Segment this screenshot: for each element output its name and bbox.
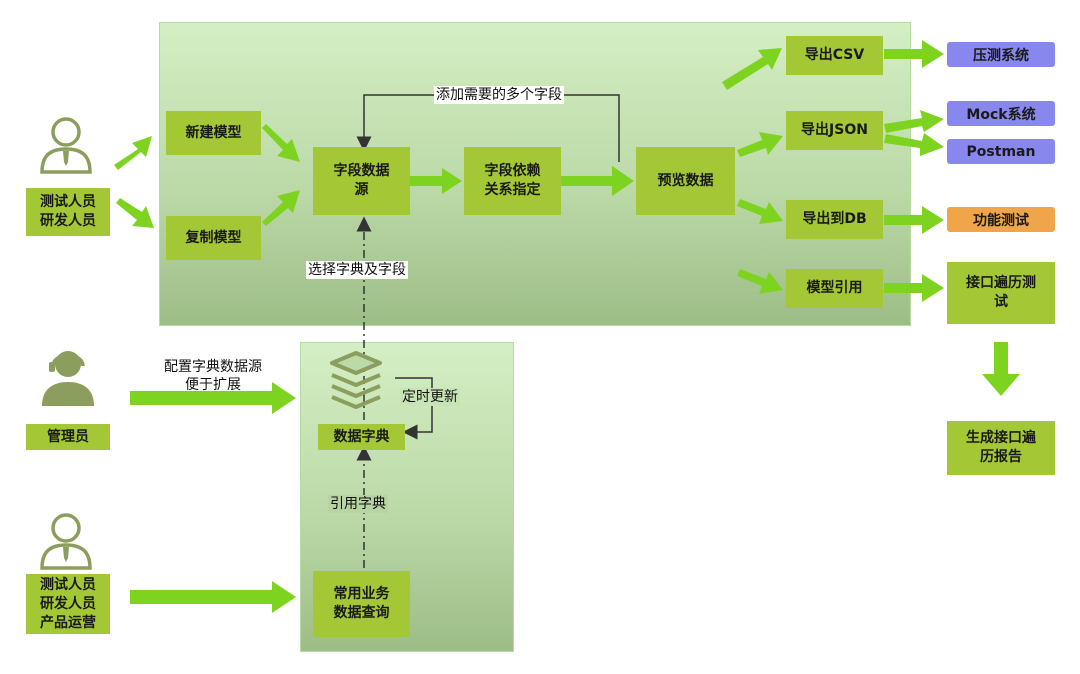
arrow-preview-to-json — [737, 132, 783, 157]
postman-pill: Postman — [947, 139, 1055, 164]
label-ref-dict: 引用字典 — [328, 495, 388, 513]
arrow-copy-to-source — [262, 190, 300, 226]
arrow-modelref-to-apitest — [884, 274, 944, 302]
arrow-csv-to-pressure — [884, 40, 944, 68]
mock-system-pill: Mock系统 — [947, 101, 1055, 126]
user-icon — [40, 117, 92, 174]
export-json-box: 导出JSON — [786, 111, 883, 150]
arrow-people-to-query — [130, 581, 296, 613]
export-csv-box: 导出CSV — [786, 36, 883, 75]
copy-model-box: 复制模型 — [166, 216, 261, 260]
pressure-system-pill: 压测系统 — [947, 42, 1055, 67]
field-source-box: 字段数据 源 — [313, 147, 410, 215]
arrow-source-to-dependency — [410, 168, 462, 194]
arrow-people-to-copy — [116, 198, 154, 228]
arrow-db-to-functest — [884, 206, 944, 234]
arrow-json-to-postman — [884, 133, 944, 156]
label-config-dict: 配置字典数据源 便于扩展 — [164, 359, 262, 393]
data-dict-box: 数据字典 — [318, 424, 405, 450]
field-dependency-box: 字段依赖 关系指定 — [464, 147, 561, 215]
arrow-preview-to-db — [737, 199, 783, 224]
common-query-box: 常用业务 数据查询 — [313, 571, 410, 637]
arrow-preview-to-csv — [722, 48, 782, 90]
model-ref-box: 模型引用 — [786, 269, 883, 308]
arrow-to-model-ref — [737, 269, 783, 294]
tester-dev-ops-box: 测试人员 研发人员 产品运营 — [26, 574, 110, 634]
admin-box: 管理员 — [26, 424, 110, 450]
func-test-pill: 功能测试 — [947, 207, 1055, 232]
gen-report-box: 生成接口遍 历报告 — [947, 421, 1055, 475]
layers-icon — [330, 351, 382, 409]
arrow-create-to-source — [262, 124, 300, 162]
label-timed-update: 定时更新 — [400, 388, 460, 406]
label-add-fields: 添加需要的多个字段 — [434, 86, 564, 104]
tester-dev-box: 测试人员 研发人员 — [26, 188, 110, 236]
headset-user-icon — [42, 351, 94, 406]
arrow-json-to-mock — [884, 110, 944, 133]
api-traverse-test-box: 接口遍历测 试 — [947, 262, 1055, 324]
preview-data-box: 预览数据 — [636, 147, 735, 215]
arrow-admin-to-dictionary — [130, 382, 296, 414]
user-icon — [40, 513, 92, 570]
arrow-apitest-to-report — [982, 342, 1020, 396]
export-db-box: 导出到DB — [786, 200, 883, 239]
create-model-box: 新建模型 — [166, 111, 261, 155]
arrow-people-to-create — [114, 136, 152, 170]
arrow-dependency-to-preview — [561, 166, 634, 196]
label-select-dict: 选择字典及字段 — [306, 261, 408, 279]
